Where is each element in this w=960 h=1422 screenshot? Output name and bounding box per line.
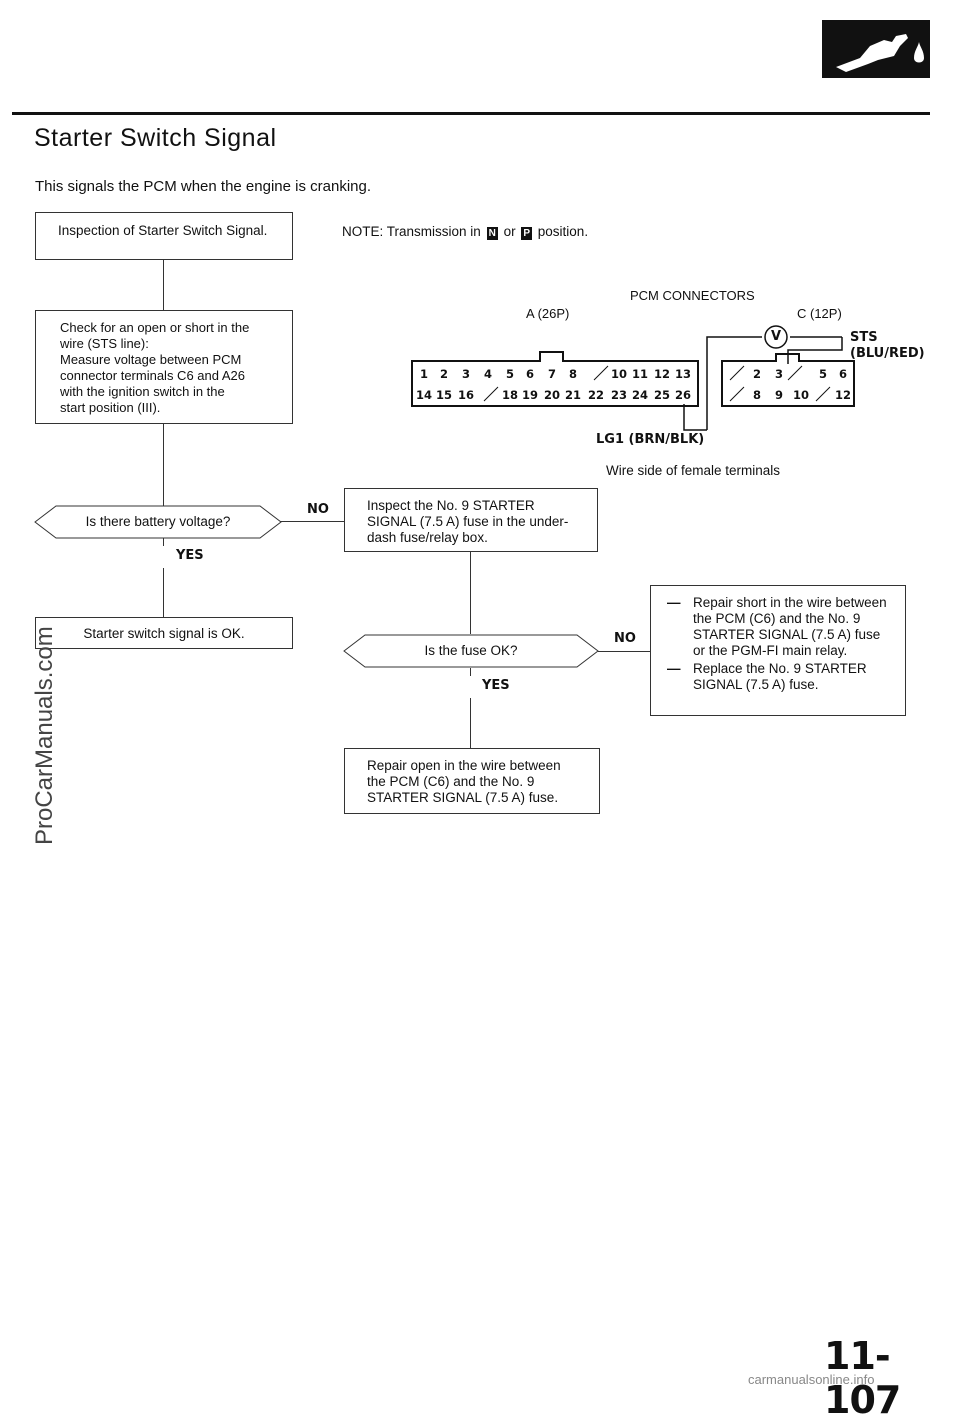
note-or: or — [503, 224, 516, 239]
ok-result-text: Starter switch signal is OK. — [83, 626, 245, 641]
pin-a15: 15 — [435, 388, 452, 402]
pin-a21: 21 — [564, 388, 581, 402]
pin-c9: 9 — [774, 388, 783, 402]
check-line-4: connector terminals C6 and A26 — [60, 368, 245, 383]
pin-a18: 18 — [501, 388, 518, 402]
connectors-heading: PCM CONNECTORS — [630, 288, 755, 303]
no-label-1: NO — [307, 502, 329, 517]
header-rule — [12, 112, 930, 115]
pin-a16: 16 — [457, 388, 474, 402]
pin-a22: 22 — [587, 388, 604, 402]
check-line-2: wire (STS line): — [60, 336, 149, 351]
connector-caption: Wire side of female terminals — [606, 463, 781, 478]
question-fuse-shape — [343, 634, 599, 668]
sts-wire-name: STS — [850, 330, 878, 345]
pin-a13: 13 — [674, 367, 691, 381]
gear-n-badge: N — [486, 227, 498, 240]
repair-short-box: — Repair short in the wire between the P… — [650, 585, 906, 716]
pin-a1: 1 — [419, 367, 428, 381]
ok-result-box: Starter switch signal is OK. — [35, 617, 293, 649]
question-battery-shape — [34, 505, 282, 539]
pin-a11: 11 — [631, 367, 648, 381]
pin-a10: 10 — [610, 367, 627, 381]
pin-a24: 24 — [631, 388, 648, 402]
check-line-6: start position (III). — [60, 400, 161, 415]
watermark-bottom: carmanualsonline.info — [748, 1372, 875, 1387]
pin-c8: 8 — [752, 388, 761, 402]
pin-a6: 6 — [525, 367, 534, 381]
yes-label-2: YES — [482, 678, 510, 693]
check-line-1: Check for an open or short in the — [60, 320, 250, 335]
pin-c5: 5 — [818, 367, 827, 381]
check-line-5: with the ignition switch in the — [60, 384, 225, 399]
connector-a-label: A (26P) — [526, 306, 570, 321]
pin-a26: 26 — [674, 388, 691, 402]
page-title: Starter Switch Signal — [34, 124, 277, 152]
yes-label-1: YES — [176, 548, 204, 563]
pin-c3: 3 — [774, 367, 783, 381]
pin-a14: 14 — [415, 388, 432, 402]
fuel-nozzle-icon — [822, 20, 930, 78]
note-suffix: position. — [537, 224, 589, 239]
repair-short-text-1: Repair short in the wire between the PCM… — [693, 595, 887, 658]
watermark-left: ProCarManuals.com — [31, 626, 58, 845]
connector-c-label: C (12P) — [797, 306, 842, 321]
pin-a3: 3 — [461, 367, 470, 381]
no-label-2: NO — [614, 631, 636, 646]
pin-a8: 8 — [568, 367, 577, 381]
pin-a7: 7 — [547, 367, 556, 381]
voltmeter-symbol: V — [770, 329, 782, 344]
pin-c2: 2 — [752, 367, 761, 381]
question-battery: Is there battery voltage? — [85, 514, 231, 529]
pin-c10: 10 — [792, 388, 809, 402]
repair-short-text-2: Replace the No. 9 STARTER SIGNAL (7.5 A)… — [693, 661, 867, 692]
inspect-fuse-box: Inspect the No. 9 STARTER SIGNAL (7.5 A)… — [344, 488, 598, 552]
pin-c12: 12 — [834, 388, 851, 402]
pin-a5: 5 — [505, 367, 514, 381]
lg1-label: LG1 (BRN/BLK) — [596, 432, 705, 447]
note-line: NOTE: Transmission in N or P position. — [342, 224, 588, 240]
page-subtitle: This signals the PCM when the engine is … — [35, 178, 372, 195]
pin-a2: 2 — [439, 367, 448, 381]
pin-a12: 12 — [653, 367, 670, 381]
gear-p-badge: P — [521, 227, 533, 240]
connector-diagram — [411, 325, 855, 431]
pin-a25: 25 — [653, 388, 670, 402]
pin-c6: 6 — [838, 367, 847, 381]
inspection-box: Inspection of Starter Switch Signal. — [35, 212, 293, 260]
inspect-fuse-text: Inspect the No. 9 STARTER SIGNAL (7.5 A)… — [367, 498, 569, 545]
pin-a20: 20 — [543, 388, 560, 402]
pin-a19: 19 — [521, 388, 538, 402]
pin-a23: 23 — [610, 388, 627, 402]
repair-open-text: Repair open in the wire between the PCM … — [367, 758, 561, 805]
repair-open-box: Repair open in the wire between the PCM … — [344, 748, 600, 814]
check-box: Check for an open or short in the wire (… — [35, 310, 293, 424]
pin-a4: 4 — [483, 367, 492, 381]
question-fuse: Is the fuse OK? — [424, 643, 518, 658]
sts-wire-color: (BLU/RED) — [850, 346, 925, 361]
inspection-text: Inspection of Starter Switch Signal. — [58, 223, 268, 238]
check-line-3: Measure voltage between PCM — [60, 352, 242, 367]
note-prefix: NOTE: Transmission in — [342, 224, 481, 239]
